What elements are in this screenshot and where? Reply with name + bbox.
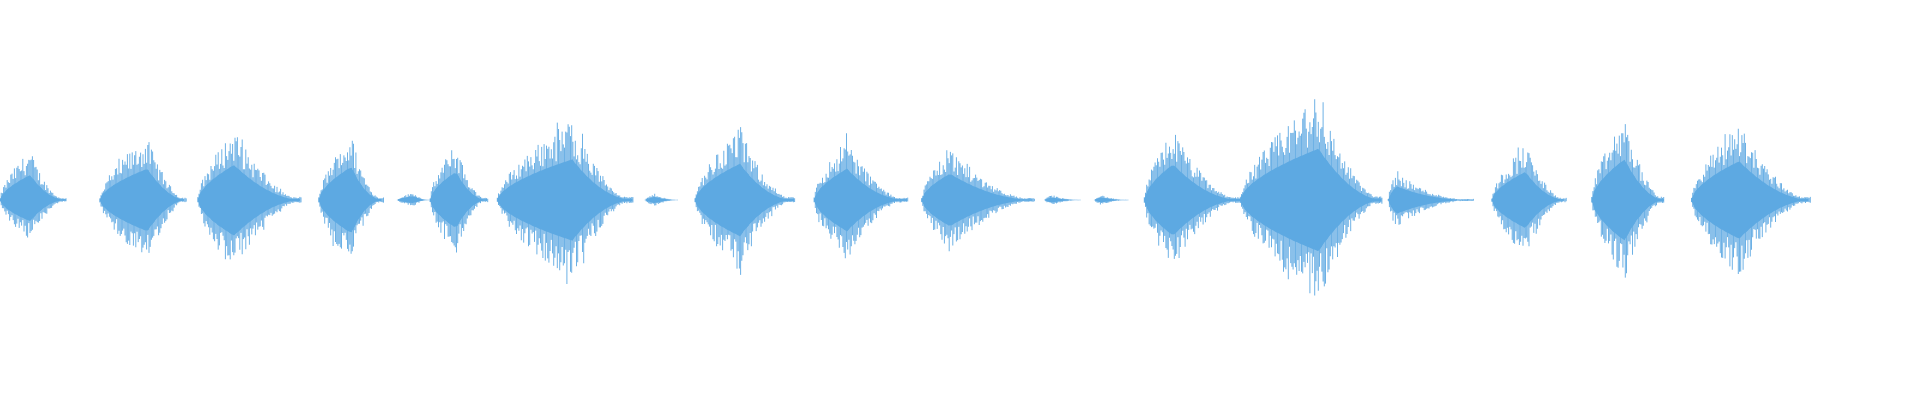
waveform-core (497, 159, 633, 241)
waveform-segment (921, 150, 1035, 252)
waveform-core (1491, 172, 1564, 228)
waveform-segment (318, 140, 384, 254)
waveform-core (1044, 197, 1081, 203)
waveform-core (695, 163, 794, 237)
waveform-segment (1591, 124, 1665, 278)
waveform-segment (0, 156, 67, 238)
waveform-segment (429, 150, 489, 253)
waveform-core (99, 169, 184, 231)
waveform-core (1591, 159, 1664, 241)
waveform-segment (1387, 171, 1474, 225)
waveform-segment (1143, 134, 1241, 259)
waveform-core (645, 197, 676, 203)
waveform-core (1094, 197, 1128, 203)
waveform-segment (1691, 128, 1811, 274)
waveform-segment (1044, 195, 1081, 204)
waveform-core (430, 173, 488, 227)
waveform-core (0, 175, 66, 222)
waveform-segment (644, 193, 678, 206)
waveform-core (397, 196, 428, 203)
waveform-segment (197, 137, 302, 260)
waveform-segment (396, 194, 431, 206)
waveform-core (197, 165, 300, 236)
waveform-core (1691, 161, 1809, 239)
waveform-segment (813, 133, 909, 259)
waveform-core (921, 174, 1033, 226)
waveform-segment (99, 142, 187, 253)
waveform-core (1240, 148, 1382, 252)
waveform-segment (496, 122, 634, 284)
waveform-core (1144, 165, 1241, 235)
waveform-segment (1491, 147, 1567, 247)
waveform-core (318, 167, 382, 233)
waveform-segment (1093, 195, 1129, 205)
waveform-segment (694, 127, 796, 275)
waveform-segment (1239, 99, 1383, 296)
waveform-core (814, 168, 908, 232)
waveform-core (1388, 186, 1473, 214)
